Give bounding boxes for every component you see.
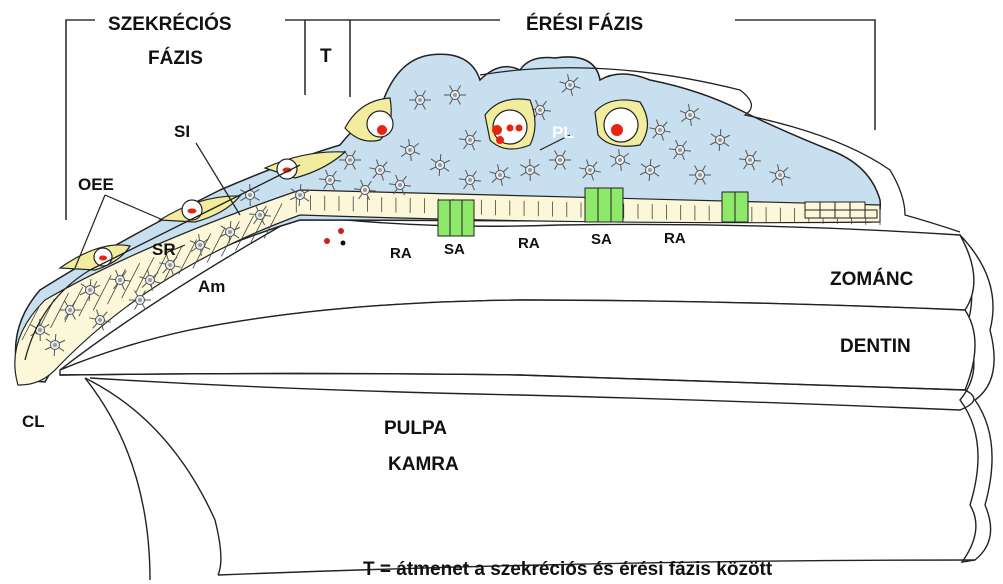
ra-label-2: RA (518, 235, 540, 252)
nucleus-dot (341, 241, 346, 246)
blood-cell (507, 125, 514, 132)
blood-cell (188, 209, 197, 214)
footnote: T = átmenet a szekréciós és érési fázis … (363, 559, 773, 580)
pulp-label-line2: KAMRA (388, 454, 459, 475)
maturation-phase-label: ÉRÉSI FÁZIS (526, 13, 643, 35)
dentin-label: DENTIN (840, 336, 911, 357)
smooth-ended-cell-1 (438, 200, 474, 236)
blood-cell (516, 125, 523, 132)
pl-label: PL (552, 123, 574, 142)
oee-label: OEE (78, 175, 114, 194)
secretory-phase-label-line2: FÁZIS (148, 47, 203, 69)
blood-cell (496, 136, 504, 144)
ra-label-1: RA (390, 245, 412, 262)
blood-cell (99, 256, 107, 261)
sr-label: SR (152, 240, 176, 259)
pulp-label-line1: PULPA (384, 418, 447, 439)
blood-cell (377, 125, 387, 135)
blood-dot (338, 228, 344, 234)
si-label: SI (174, 122, 190, 141)
transition-label: T (320, 46, 332, 67)
am-label: Am (198, 277, 225, 296)
sa-label-1: SA (444, 241, 465, 258)
root-outline (85, 378, 975, 575)
pulp-root-line (85, 378, 150, 580)
sa-label-2: SA (591, 231, 612, 248)
enamel-label: ZOMÁNC (830, 268, 914, 290)
oee-pointer-2 (105, 195, 163, 220)
ra-label-3: RA (664, 230, 686, 247)
blood-cell (611, 124, 623, 136)
smooth-ended-cell-2 (585, 188, 623, 222)
blood-cell (492, 125, 502, 135)
cl-label: CL (22, 412, 45, 431)
blood-dot (324, 238, 330, 244)
secretory-phase-label-line1: SZEKRÉCIÓS (108, 13, 232, 35)
capillary-ring-6 (604, 108, 638, 142)
